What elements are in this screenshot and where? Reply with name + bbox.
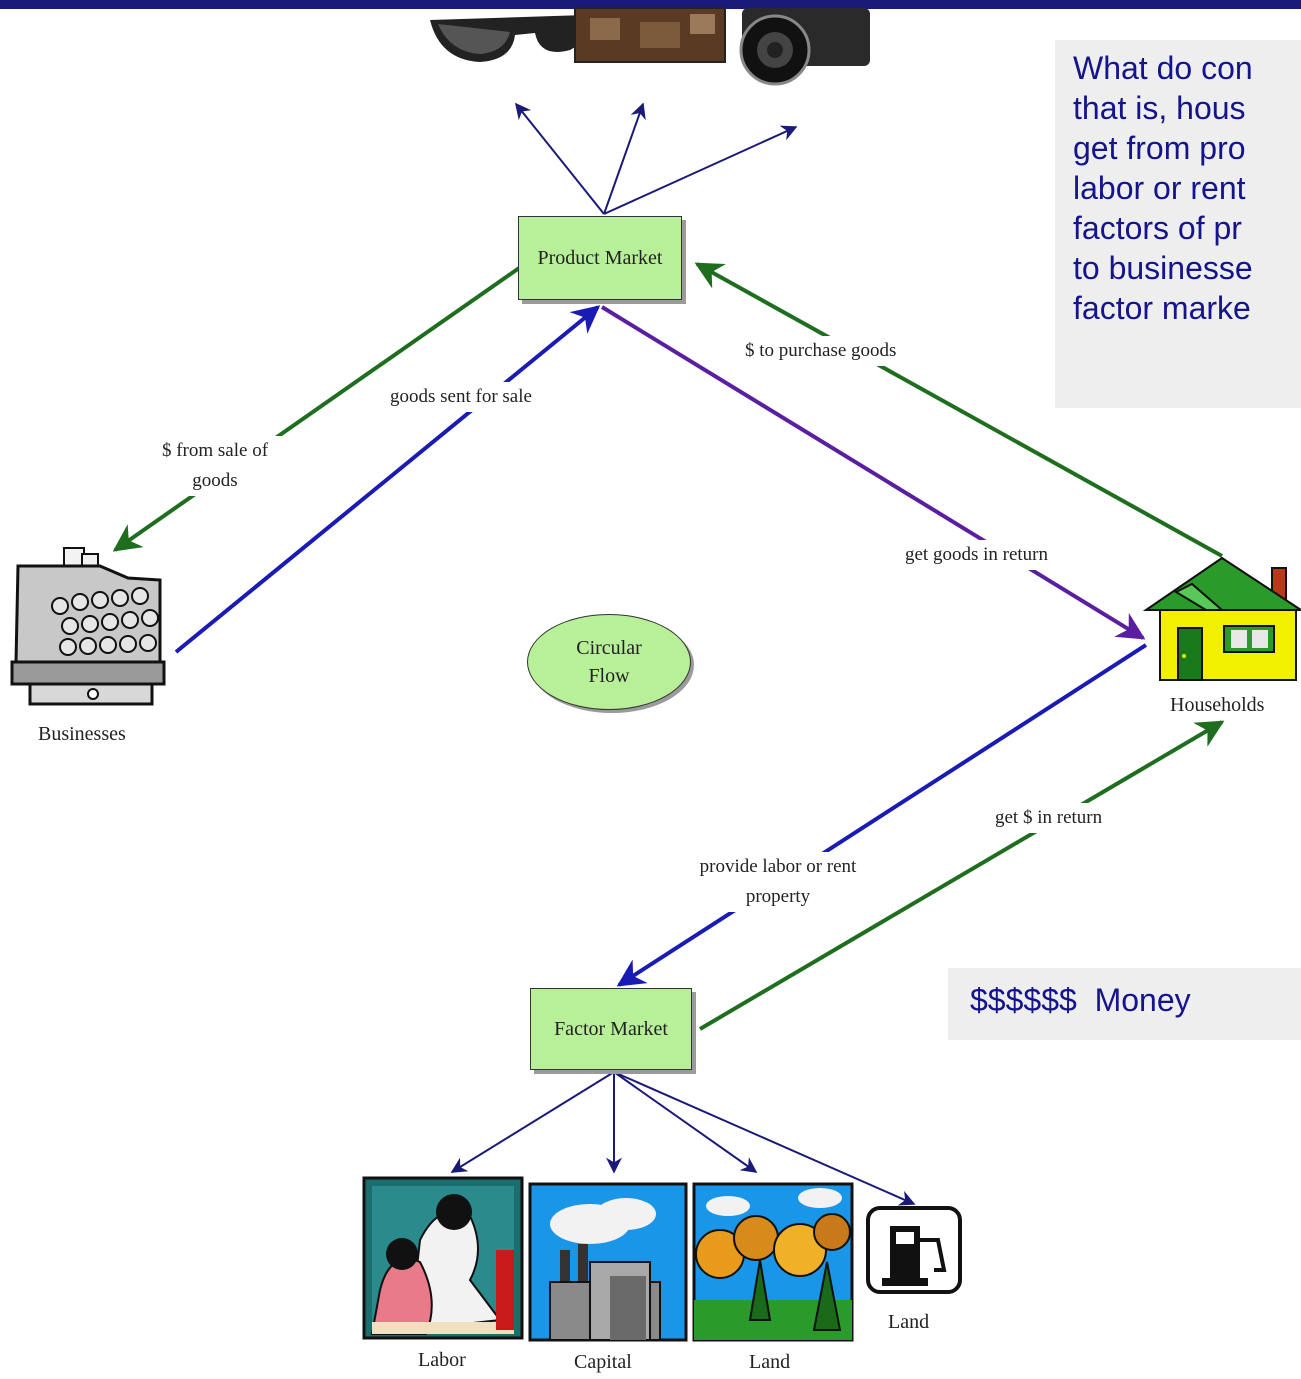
question-line: labor or rent <box>1073 170 1246 206</box>
flow-label-goods-sent: goods sent for sale <box>390 382 532 412</box>
land-pump-caption: Land <box>888 1311 930 1333</box>
question-line: factor marke <box>1073 290 1251 326</box>
flow-label-to-purchase: $ to purchase goods <box>745 336 897 366</box>
forest-icon <box>692 1182 854 1342</box>
question-line: factors of pr <box>1073 210 1242 246</box>
question-line: What do con <box>1073 50 1253 86</box>
question-line: to businesse <box>1073 250 1253 286</box>
sunglasses-icon <box>430 15 586 62</box>
money-legend-box: $$$$$$ Money <box>948 968 1301 1040</box>
gas-pump-icon <box>866 1206 962 1294</box>
households-caption: Households <box>1170 694 1265 716</box>
money-legend-text: $$$$$$ Money <box>970 982 1191 1018</box>
top-bar <box>0 0 1301 9</box>
circular-flow-text: Circular Flow <box>576 637 642 687</box>
question-line: get from pro <box>1073 130 1246 166</box>
land-trees-caption: Land <box>749 1351 791 1373</box>
suitcase-icon <box>574 7 726 63</box>
factory-icon <box>528 1182 688 1342</box>
camera-icon <box>739 8 870 86</box>
question-text-box: What do con that is, hous get from pro l… <box>1055 40 1301 408</box>
cash-register-icon <box>10 547 166 706</box>
factor-market-node: Factor Market <box>530 988 692 1070</box>
question-line: that is, hous <box>1073 90 1246 126</box>
flow-label-goods-return: get goods in return <box>905 540 1049 570</box>
labor-caption: Labor <box>418 1349 466 1371</box>
flow-label-money-return: get $ in return <box>995 803 1103 833</box>
flow-label-provide-labor: provide labor or rent property <box>688 852 868 912</box>
teacher-student-icon <box>362 1176 524 1340</box>
businesses-caption: Businesses <box>38 723 126 745</box>
flow-label-from-sale: $ from sale of goods <box>140 436 290 496</box>
capital-caption: Capital <box>574 1351 632 1373</box>
product-market-node: Product Market <box>518 216 682 300</box>
circular-flow-node: Circular Flow <box>527 614 691 710</box>
house-icon <box>1142 556 1301 681</box>
